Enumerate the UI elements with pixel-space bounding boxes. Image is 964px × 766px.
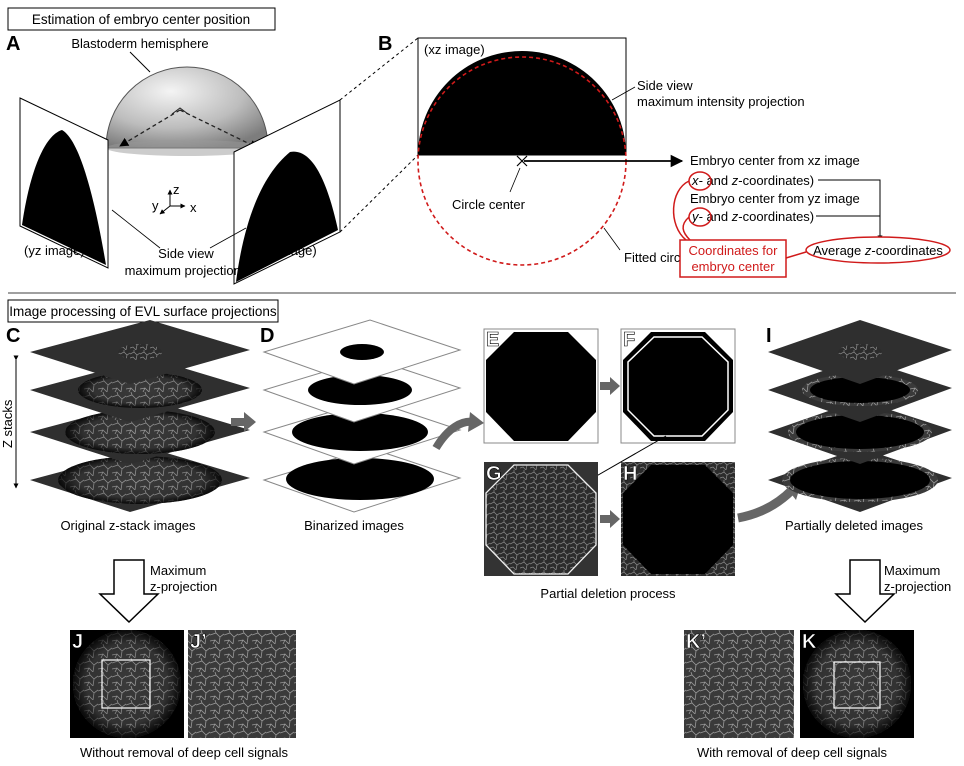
axes-indicator	[159, 189, 186, 215]
panel-e: E	[483, 328, 599, 444]
svg-text:Maximum: Maximum	[884, 563, 940, 578]
stack-layer-1	[30, 320, 250, 384]
stack-layer-3	[30, 400, 250, 464]
arrow-c-to-d	[231, 412, 256, 432]
stack-layer-4	[30, 448, 250, 512]
panel-label-i: I	[766, 325, 772, 347]
panel-g: G	[484, 462, 598, 576]
svg-text:z-projection: z-projection	[884, 579, 951, 594]
svg-text:Circle center: Circle center	[452, 197, 526, 212]
svg-text:Embryo center from yz image: Embryo center from yz image	[690, 191, 860, 206]
stack-layer-2	[30, 358, 250, 422]
panel-label-d: D	[260, 325, 274, 347]
panel-k: K	[800, 630, 914, 738]
svg-text:Embryo center from xz image: Embryo center from xz image	[690, 153, 860, 168]
svg-text:F: F	[623, 329, 635, 351]
svg-text:z: z	[173, 182, 180, 197]
yz-projection-shape	[22, 130, 106, 265]
svg-text:z-projection: z-projection	[150, 579, 217, 594]
svg-text:Side view: Side view	[637, 78, 693, 93]
svg-text:embryo center: embryo center	[691, 259, 775, 274]
svg-text:J: J	[72, 631, 83, 653]
panel-i-stack: Partially deleted images	[768, 320, 952, 533]
svg-text:Original z-stack images: Original z-stack images	[60, 518, 196, 533]
section-bottom-title: Image processing of EVL surface projecti…	[7, 299, 279, 323]
coordinates-box	[679, 239, 787, 278]
section-top-title: Estimation of embryo center position	[7, 7, 276, 31]
svg-text:Binarized images: Binarized images	[304, 518, 404, 533]
svg-text:x: x	[190, 200, 197, 215]
svg-text:J’: J’	[190, 631, 207, 653]
panel-label-b: B	[378, 33, 392, 55]
panel-label-a: A	[6, 33, 20, 55]
svg-text:Side view: Side view	[158, 246, 214, 261]
svg-text:Image processing of EVL surfac: Image processing of EVL surface projecti…	[9, 304, 277, 319]
panel-c-stack: Z stacks Original z-stack images	[0, 320, 250, 533]
panel-b: (xz image) Side view maximum intensity p…	[417, 37, 951, 278]
svg-text:Estimation of embryo center po: Estimation of embryo center position	[32, 12, 250, 27]
svg-text:K’: K’	[686, 631, 706, 653]
svg-text:Without removal of deep cell s: Without removal of deep cell signals	[80, 745, 289, 760]
svg-text:Partial deletion process: Partial deletion process	[540, 586, 676, 601]
side-view-projection	[418, 51, 626, 155]
circle-center-marker	[516, 155, 528, 167]
panel-j: J	[70, 630, 184, 738]
yz-image-label: (yz image)	[24, 243, 85, 258]
xz-image-label-b: (xz image)	[424, 42, 485, 57]
svg-text:y: y	[152, 198, 159, 213]
svg-text:maximum projections: maximum projections	[125, 263, 248, 278]
panel-j-prime: J’	[188, 630, 296, 738]
xz-projection-shape	[236, 151, 338, 282]
svg-text:maximum intensity projection: maximum intensity projection	[637, 94, 805, 109]
svg-text:E: E	[486, 329, 499, 351]
average-z-ellipse	[805, 236, 951, 264]
arrow-h-to-i	[737, 486, 796, 523]
hemisphere-label: Blastoderm hemisphere	[71, 36, 208, 51]
svg-text:Maximum: Maximum	[150, 563, 206, 578]
xz-image-label-a: (xz image)	[256, 243, 317, 258]
svg-text:G: G	[486, 463, 502, 485]
z-stacks-label: Z stacks	[0, 399, 15, 448]
svg-text:Partially deleted images: Partially deleted images	[785, 518, 924, 533]
panel-k-prime: K’	[684, 630, 794, 738]
panel-f: F	[620, 328, 736, 444]
max-projection-arrow-right: Maximum z-projection	[834, 559, 951, 624]
svg-text:H: H	[623, 463, 637, 485]
svg-text:Coordinates for: Coordinates for	[689, 243, 779, 258]
blastoderm-hemisphere	[105, 66, 269, 149]
panel-d-stack: Binarized images	[262, 319, 462, 533]
max-projection-arrow-left: Maximum z-projection	[98, 559, 217, 624]
svg-text:Fitted circle: Fitted circle	[624, 250, 690, 265]
hemisphere-pointer	[129, 51, 151, 73]
panel-h: H	[621, 462, 735, 576]
svg-text:K: K	[802, 631, 817, 653]
svg-text:Average z-coordinates: Average z-coordinates	[813, 243, 943, 258]
panel-label-c: C	[6, 325, 20, 347]
panel-a: Blastoderm hemisphere z y x (yz image) (…	[19, 36, 341, 285]
svg-text:With removal of deep cell sign: With removal of deep cell signals	[697, 745, 888, 760]
